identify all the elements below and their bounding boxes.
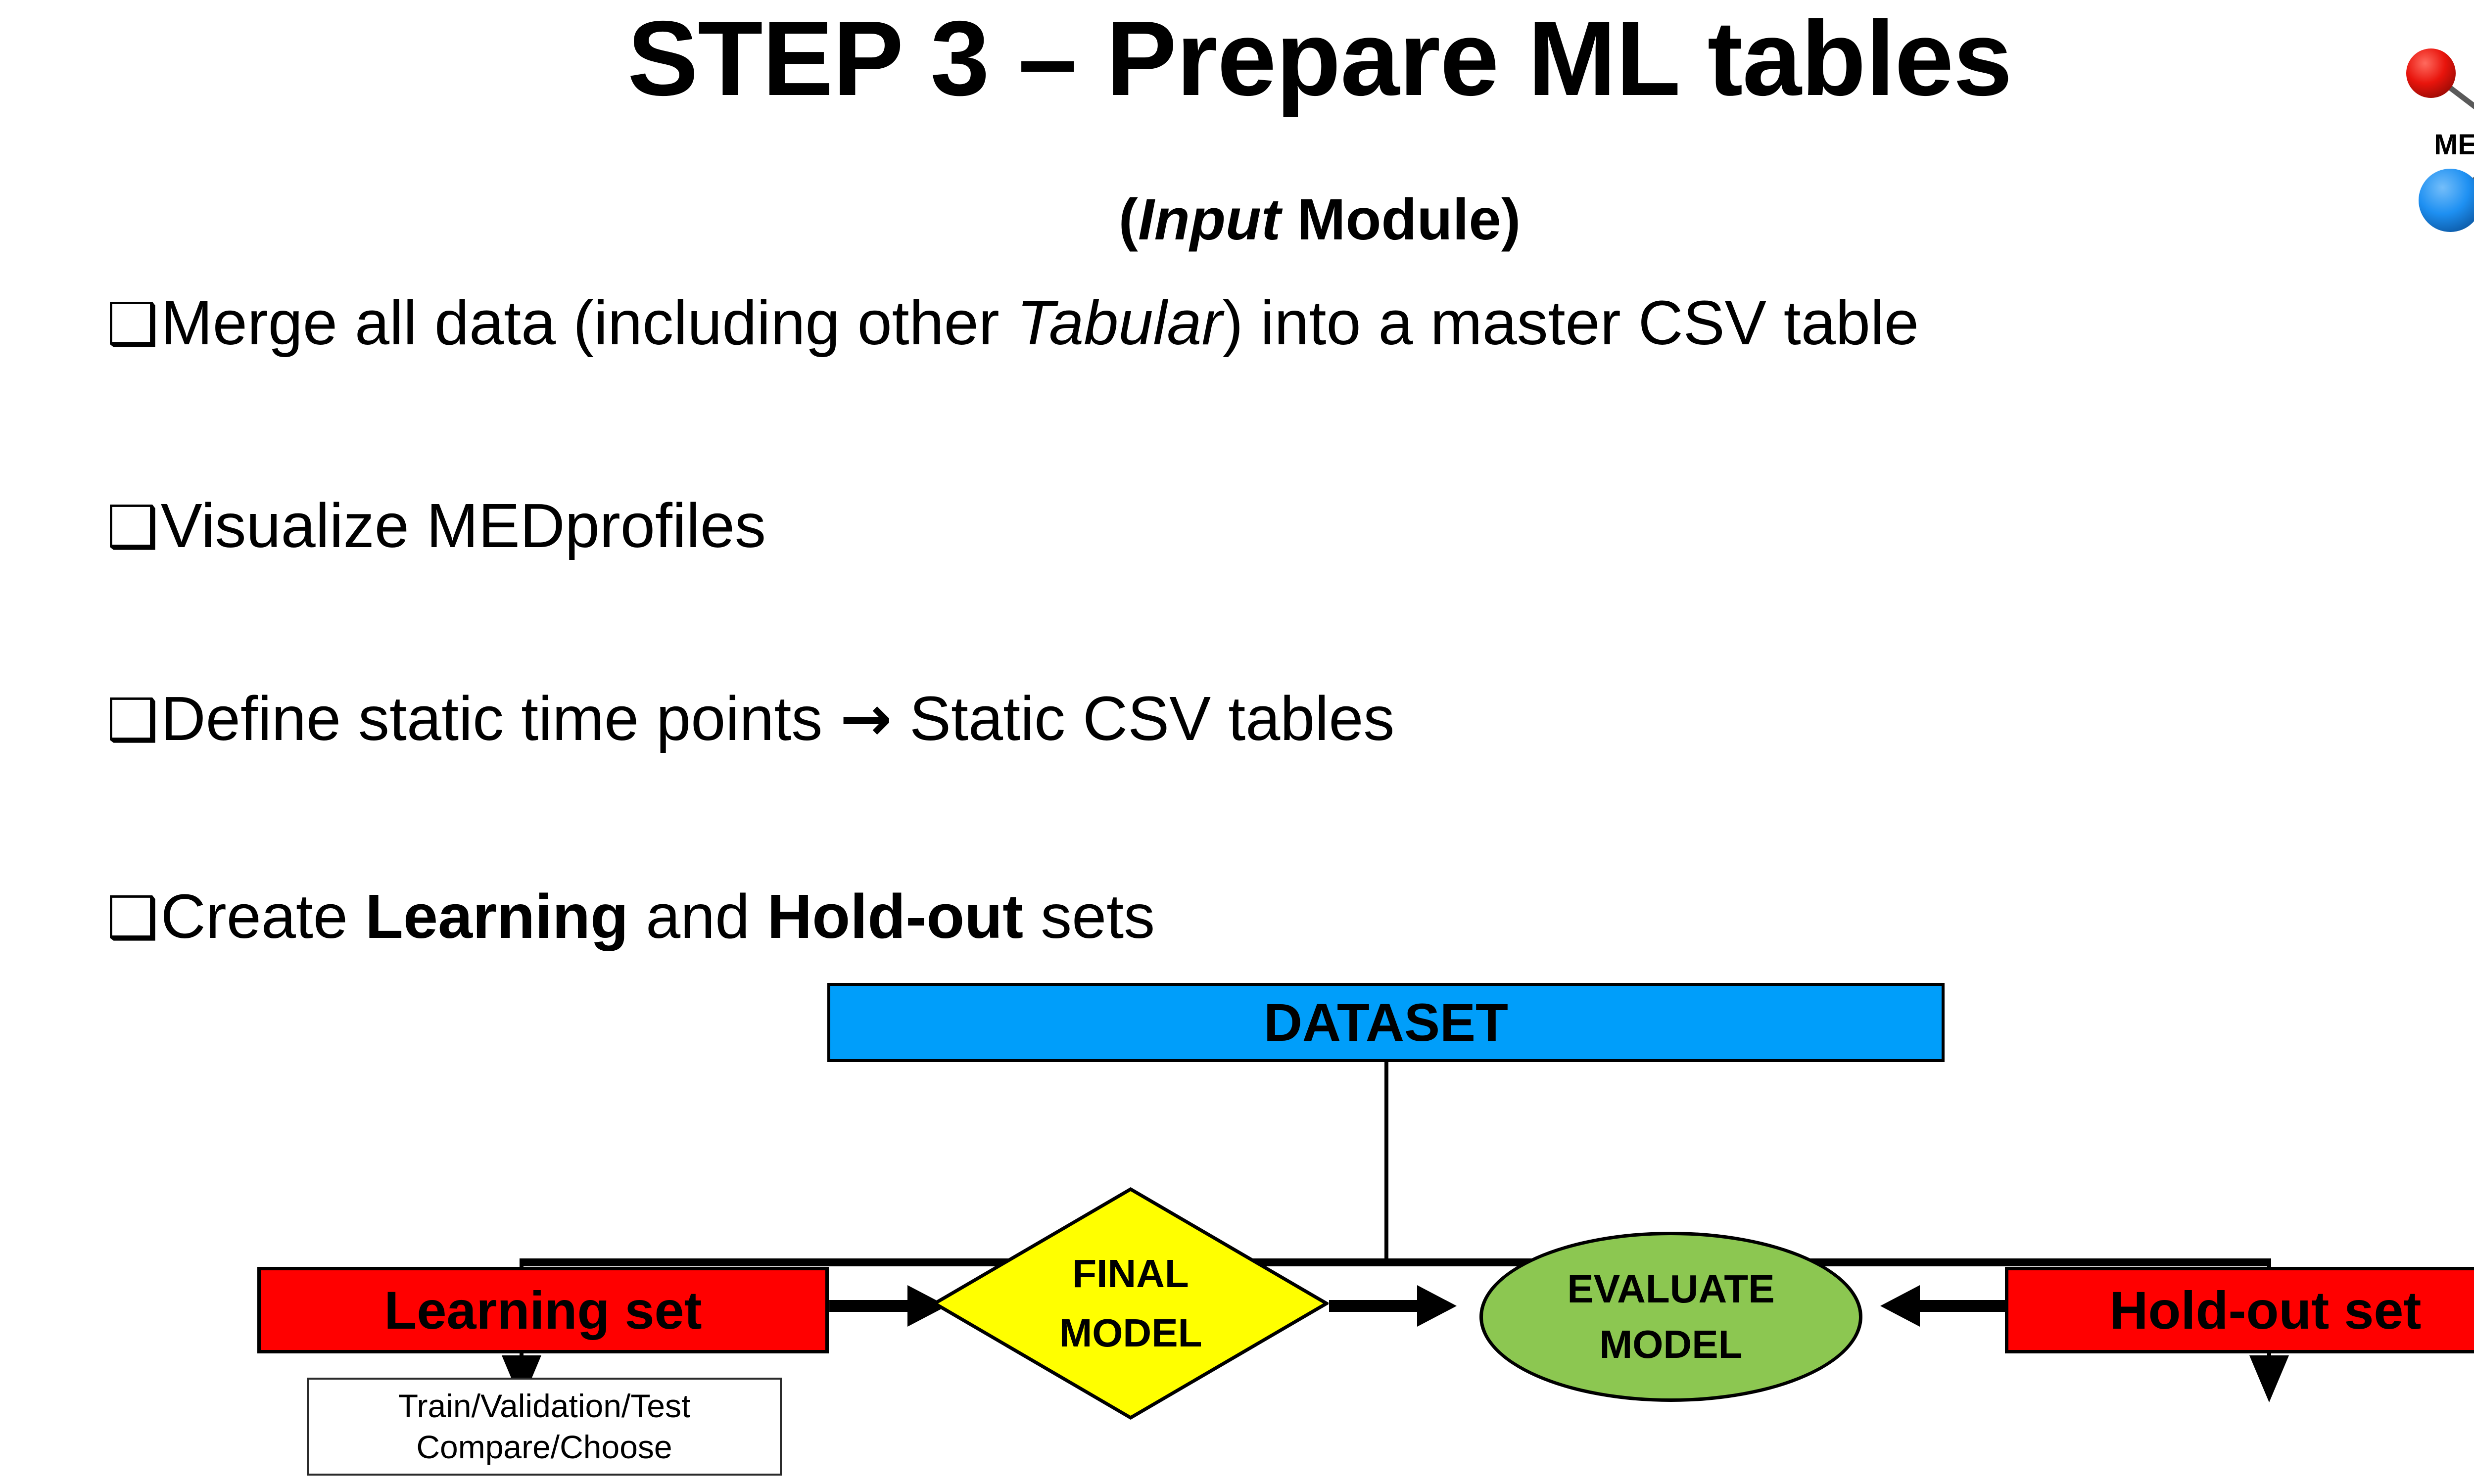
arrowhead-to-evaluate-model — [1417, 1285, 1457, 1327]
logo-text-med: MED — [2434, 129, 2474, 161]
bullet-text-segment: → — [840, 682, 892, 755]
page-title: STEP 3 – Prepare ML tables — [0, 5, 2474, 111]
bullet-text-segment: Learning — [365, 881, 629, 951]
learning-caption-line2: Compare/Choose — [416, 1429, 672, 1465]
bullet-text-segment: sets — [1023, 881, 1155, 951]
connector-dataset-stem — [1384, 1062, 1388, 1262]
bullet-text-segment: Static CSV tables — [892, 684, 1395, 753]
flow-node-evaluate-model[interactable]: EVALUATE MODEL — [1479, 1232, 1862, 1402]
bullet-text-segment: Tabular — [1016, 288, 1223, 358]
bullet-text-segment: Create — [160, 881, 365, 951]
logo-sphere-blue — [2419, 169, 2474, 232]
bullet-text-segment: and — [628, 881, 767, 951]
connector-final-to-evaluate — [1329, 1300, 1418, 1312]
bullet-item-visualize-medprofiles: ❑Visualize MEDprofiles — [106, 495, 766, 557]
bullet-marker-icon: ❑ — [106, 493, 159, 561]
connector-holdout-to-evaluate — [1920, 1300, 2009, 1312]
flow-node-holdout-set[interactable]: Hold-out set — [2005, 1267, 2474, 1353]
evaluate-model-line1: EVALUATE — [1567, 1267, 1775, 1311]
connector-split-bar — [520, 1258, 2271, 1266]
bullet-text-segment: Merge all data (including other — [160, 288, 1017, 358]
bullet-item-merge-data: ❑Merge all data (including other Tabular… — [106, 292, 1919, 354]
learning-caption-line1: Train/Validation/Test — [398, 1387, 691, 1424]
subtitle-open-paren: ( — [1118, 187, 1138, 252]
flow-node-learning-set[interactable]: Learning set — [257, 1267, 829, 1353]
flow-node-dataset-label: DATASET — [1264, 992, 1508, 1053]
bullet-marker-icon: ❑ — [106, 686, 159, 754]
subtitle-emphasis: Input — [1138, 187, 1281, 252]
arrowhead-to-evaluate-from-holdout — [1880, 1285, 1920, 1327]
page-title-text: STEP 3 – Prepare ML tables — [627, 0, 2012, 118]
arrowhead-to-holdout-set — [2249, 1355, 2289, 1402]
bullet-marker-icon: ❑ — [106, 883, 159, 952]
bullet-item-define-static-time-points: ❑Define static time points → Static CSV … — [106, 688, 1394, 750]
bullet-marker-icon: ❑ — [106, 290, 159, 358]
logo-sphere-red — [2406, 48, 2456, 98]
evaluate-model-line2: MODEL — [1599, 1322, 1743, 1366]
flow-note-learning-caption: Train/Validation/Test Compare/Choose — [307, 1378, 782, 1476]
bullet-text-segment: ) into a master CSV table — [1222, 288, 1919, 358]
diamond-shape — [933, 1187, 1329, 1420]
subtitle-rest: Module) — [1281, 187, 1521, 252]
flow-node-final-model[interactable] — [933, 1187, 1329, 1420]
medomics-lab-logo: MED omics Lab — [2375, 0, 2474, 247]
connector-learning-to-final — [829, 1300, 908, 1312]
flow-node-holdout-set-label: Hold-out set — [2109, 1280, 2422, 1340]
page-subtitle: (Input Module) — [0, 190, 2474, 249]
flow-node-learning-set-label: Learning set — [384, 1280, 702, 1340]
bullet-text-segment: Hold-out — [767, 881, 1024, 951]
bullet-text-segment: Visualize MEDprofiles — [160, 491, 766, 560]
flow-node-dataset[interactable]: DATASET — [827, 983, 1945, 1062]
bullet-text-segment: Define static time points — [160, 684, 840, 753]
bullet-item-create-learning-holdout: ❑Create Learning and Hold-out sets — [106, 885, 1155, 948]
